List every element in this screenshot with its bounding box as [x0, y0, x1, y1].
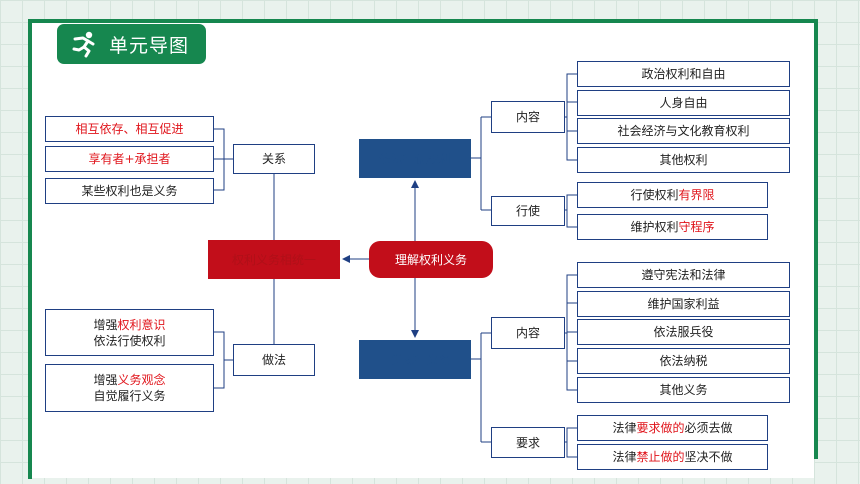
rights-exercise-item-1: 行使权利有界限: [577, 182, 768, 208]
rights-hub-node: 依法行使权利: [359, 139, 471, 178]
rights-content-item-2-text: 人身自由: [659, 96, 708, 110]
relation-item-2-text: 享有者+承担者: [88, 152, 171, 166]
duties-requirement-item-2: 法律禁止做的坚决不做: [577, 444, 768, 470]
running-figure-icon: [65, 24, 103, 64]
duties-content-item-2: 维护国家利益: [577, 291, 790, 317]
relation-item-3: 某些权利也是义务: [45, 178, 214, 204]
duties-content-item-1: 遵守宪法和法律: [577, 262, 790, 288]
relation-item-3-text: 某些权利也是义务: [81, 184, 178, 198]
duties-content-item-3: 依法服兵役: [577, 319, 790, 345]
relation-item-1-text: 相互依存、相互促进: [75, 122, 184, 136]
practice-item-1: 增强权利意识 依法行使权利: [45, 309, 214, 356]
rights-content-item-2: 人身自由: [577, 90, 790, 116]
section-title-tab: 单元导图: [57, 24, 206, 64]
rights-content-label: 内容: [515, 110, 540, 124]
practice-item-1-highlight: 权利意识: [117, 317, 166, 332]
rights-hub-label: 依法行使权利: [378, 152, 451, 166]
rights-content-item-4-text: 其他权利: [659, 153, 708, 167]
duties-requirement-item-2-highlight: 禁止做的: [636, 450, 685, 464]
rights-content-item-3-text: 社会经济与文化教育权利: [617, 124, 750, 138]
practice-item-2-line2: 自觉履行义务: [93, 389, 166, 403]
relation-label-box: 关系: [233, 144, 315, 174]
duties-content-item-5: 其他义务: [577, 377, 790, 403]
duties-requirement-label-box: 要求: [491, 427, 565, 458]
rights-exercise-item-1-highlight: 有界限: [678, 188, 715, 202]
rights-exercise-item-2: 维护权利守程序: [577, 214, 768, 240]
rights-content-item-1-text: 政治权利和自由: [641, 67, 726, 81]
left-hub-label: 权利义务相统一: [231, 253, 316, 267]
frame-right-bar: [814, 19, 818, 459]
duties-content-item-3-text: 依法服兵役: [653, 325, 714, 339]
practice-label: 做法: [261, 353, 286, 367]
duties-requirement-item-2-suffix: 坚决不做: [684, 450, 733, 464]
rights-content-item-1: 政治权利和自由: [577, 61, 790, 87]
rights-content-label-box: 内容: [491, 101, 565, 133]
practice-label-box: 做法: [233, 344, 315, 376]
duties-content-item-4: 依法纳税: [577, 348, 790, 374]
duties-requirement-label: 要求: [515, 435, 540, 450]
rights-content-item-4: 其他权利: [577, 147, 790, 173]
rights-exercise-label: 行使: [515, 204, 540, 218]
rights-exercise-item-1-prefix: 行使权利: [630, 188, 679, 202]
rights-exercise-item-2-prefix: 维护权利: [630, 220, 679, 234]
duties-content-label-box: 内容: [491, 317, 565, 349]
center-node-label: 理解权利义务: [394, 253, 467, 267]
practice-item-2-highlight: 义务观念: [117, 373, 166, 387]
section-title: 单元导图: [109, 34, 190, 57]
duties-requirement-item-1-suffix: 必须去做: [684, 421, 733, 435]
center-node: 理解权利义务: [369, 241, 493, 278]
duties-content-item-4-text: 依法纳税: [659, 354, 708, 368]
duties-hub-label: 自觉履行义务: [378, 353, 451, 367]
practice-item-2-prefix: 增强: [93, 373, 118, 387]
practice-item-1-line2: 依法行使权利: [93, 333, 166, 348]
practice-item-2: 增强义务观念 自觉履行义务: [45, 364, 214, 412]
frame-left-bar: [28, 19, 32, 479]
rights-content-item-3: 社会经济与文化教育权利: [577, 118, 790, 144]
duties-requirement-item-1-highlight: 要求做的: [636, 421, 685, 435]
duties-requirement-item-1-prefix: 法律: [612, 421, 637, 435]
relation-item-2: 享有者+承担者: [45, 146, 214, 172]
practice-item-1-prefix: 增强: [93, 317, 118, 332]
duties-hub-node: 自觉履行义务: [359, 340, 471, 379]
rights-exercise-label-box: 行使: [491, 196, 565, 226]
duties-content-label: 内容: [515, 326, 540, 340]
duties-content-item-2-text: 维护国家利益: [647, 297, 720, 311]
frame-top-bar: [28, 19, 818, 23]
relation-label: 关系: [261, 152, 286, 166]
duties-content-item-1-text: 遵守宪法和法律: [641, 268, 726, 282]
relation-item-1: 相互依存、相互促进: [45, 116, 214, 142]
left-hub-node: 权利义务相统一: [208, 240, 340, 279]
duties-content-item-5-text: 其他义务: [659, 383, 708, 397]
rights-exercise-item-2-highlight: 守程序: [678, 220, 715, 234]
duties-requirement-item-2-prefix: 法律: [612, 450, 637, 464]
duties-requirement-item-1: 法律要求做的必须去做: [577, 415, 768, 441]
